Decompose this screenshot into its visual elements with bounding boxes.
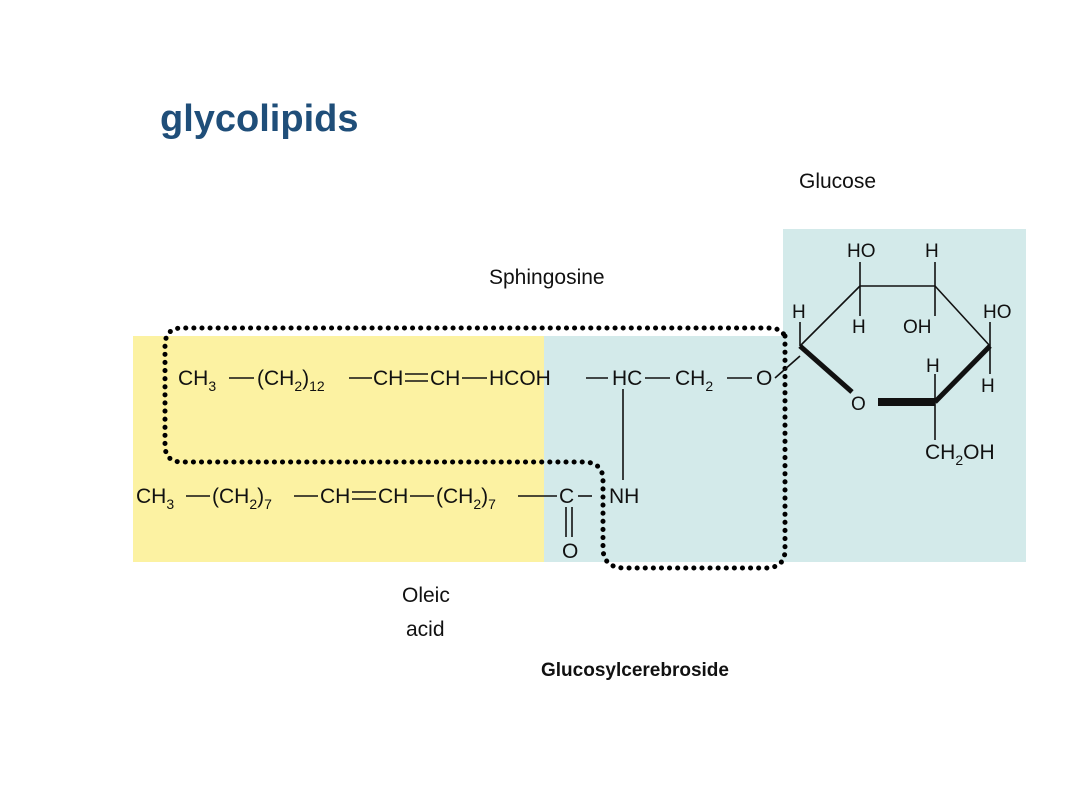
fatty-acid-region	[133, 336, 544, 562]
svg-text:CH3: CH3	[136, 485, 174, 512]
svg-text:CH2OH: CH2OH	[925, 441, 995, 468]
svg-text:NH: NH	[609, 485, 639, 508]
svg-text:O: O	[562, 540, 578, 563]
glucose-region	[783, 229, 1026, 562]
svg-text:CH: CH	[320, 485, 350, 508]
sphingosine-dotted-outline	[162, 325, 788, 571]
svg-text:CH: CH	[378, 485, 408, 508]
svg-text:H: H	[792, 302, 806, 323]
oleic-acid-label-line2: acid	[406, 618, 445, 641]
sphingosine-chain: CH3 (CH2)12 CH CH HCOH HC CH2 O	[178, 355, 801, 480]
svg-text:O: O	[756, 367, 772, 390]
svg-text:CH3: CH3	[178, 367, 216, 394]
glucose-label: Glucose	[799, 170, 876, 193]
svg-text:CH: CH	[373, 367, 403, 390]
diagram-caption: Glucosylcerebroside	[541, 660, 729, 681]
oleic-acid-label-line1: Oleic	[402, 584, 450, 607]
svg-text:HC: HC	[612, 367, 642, 390]
slide-title: glycolipids	[160, 98, 359, 140]
svg-text:HO: HO	[847, 241, 876, 262]
oleic-acid-chain: CH3 (CH2)7 CH CH (CH2)7 C NH O	[136, 485, 639, 563]
svg-text:O: O	[851, 394, 866, 415]
svg-text:HCOH: HCOH	[489, 367, 551, 390]
sphingosine-label: Sphingosine	[489, 266, 605, 289]
svg-text:H: H	[852, 317, 866, 338]
svg-text:(CH2)7: (CH2)7	[436, 485, 496, 512]
svg-text:CH: CH	[430, 367, 460, 390]
svg-text:HO: HO	[983, 302, 1012, 323]
svg-text:(CH2)7: (CH2)7	[212, 485, 272, 512]
svg-text:H: H	[926, 356, 940, 377]
svg-text:CH2: CH2	[675, 367, 713, 394]
glucose-ring: HO H H H OH HO H H O CH2OH	[792, 241, 1012, 468]
ch3-group: CH	[178, 367, 208, 390]
sphingosine-region	[544, 336, 783, 562]
svg-text:C: C	[559, 485, 574, 508]
svg-text:(CH2)12: (CH2)12	[257, 367, 325, 394]
svg-text:H: H	[925, 241, 939, 262]
svg-text:H: H	[981, 376, 995, 397]
svg-text:OH: OH	[903, 317, 932, 338]
